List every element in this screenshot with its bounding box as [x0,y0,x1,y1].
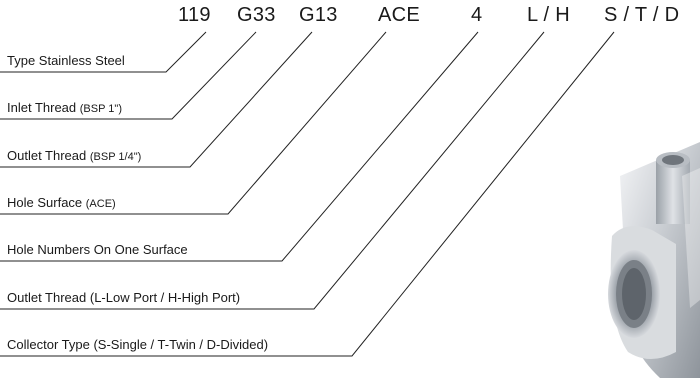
leader-line-collector [0,31,615,357]
label-hole-surface: Hole Surface (ACE) [7,195,116,212]
label-type-main: Type Stainless Steel [7,53,125,68]
leader-line-hole-numbers [0,31,479,262]
label-type: Type Stainless Steel [7,53,125,70]
label-hole-numbers-main: Hole Numbers On One Surface [7,242,188,257]
code-segment-inlet: G33 [237,4,276,26]
label-outlet-sub: (BSP 1/4") [89,151,142,163]
label-collector-main: Collector Type (S-Single / T-Twin / D-Di… [7,337,269,352]
leader-line-outlet-thread [0,31,313,168]
code-segment-type: 119 [178,4,211,26]
label-collector-type: Collector Type (S-Single / T-Twin / D-Di… [7,337,268,354]
leader-line-type [0,31,207,73]
code-segment-collector-type: S / T / D [604,4,680,26]
label-port-type: Outlet Thread (L-Low Port / H-High Port) [7,290,240,307]
label-hole-numbers: Hole Numbers On One Surface [7,242,188,259]
label-outlet-main: Outlet Thread [7,148,90,163]
leader-line-inlet [0,31,257,120]
label-port-main: Outlet Thread (L-Low Port / H-High Port) [7,290,241,305]
leader-line-hole-surface [0,31,387,215]
leader-line-port [0,31,545,310]
label-inlet-main: Inlet Thread [7,100,80,115]
label-inlet-sub: (BSP 1") [79,103,122,115]
label-inlet-thread: Inlet Thread (BSP 1") [7,100,122,117]
code-segment-hole-surface: ACE [378,4,421,26]
label-hole-surface-sub: (ACE) [85,198,116,210]
label-outlet-thread: Outlet Thread (BSP 1/4") [7,148,141,165]
label-hole-surface-main: Hole Surface [7,195,86,210]
code-segment-hole-numbers: 4 [471,4,483,26]
code-segment-port: L / H [527,4,570,26]
product-fitting-image [608,142,700,378]
code-segment-outlet: G13 [299,4,338,26]
